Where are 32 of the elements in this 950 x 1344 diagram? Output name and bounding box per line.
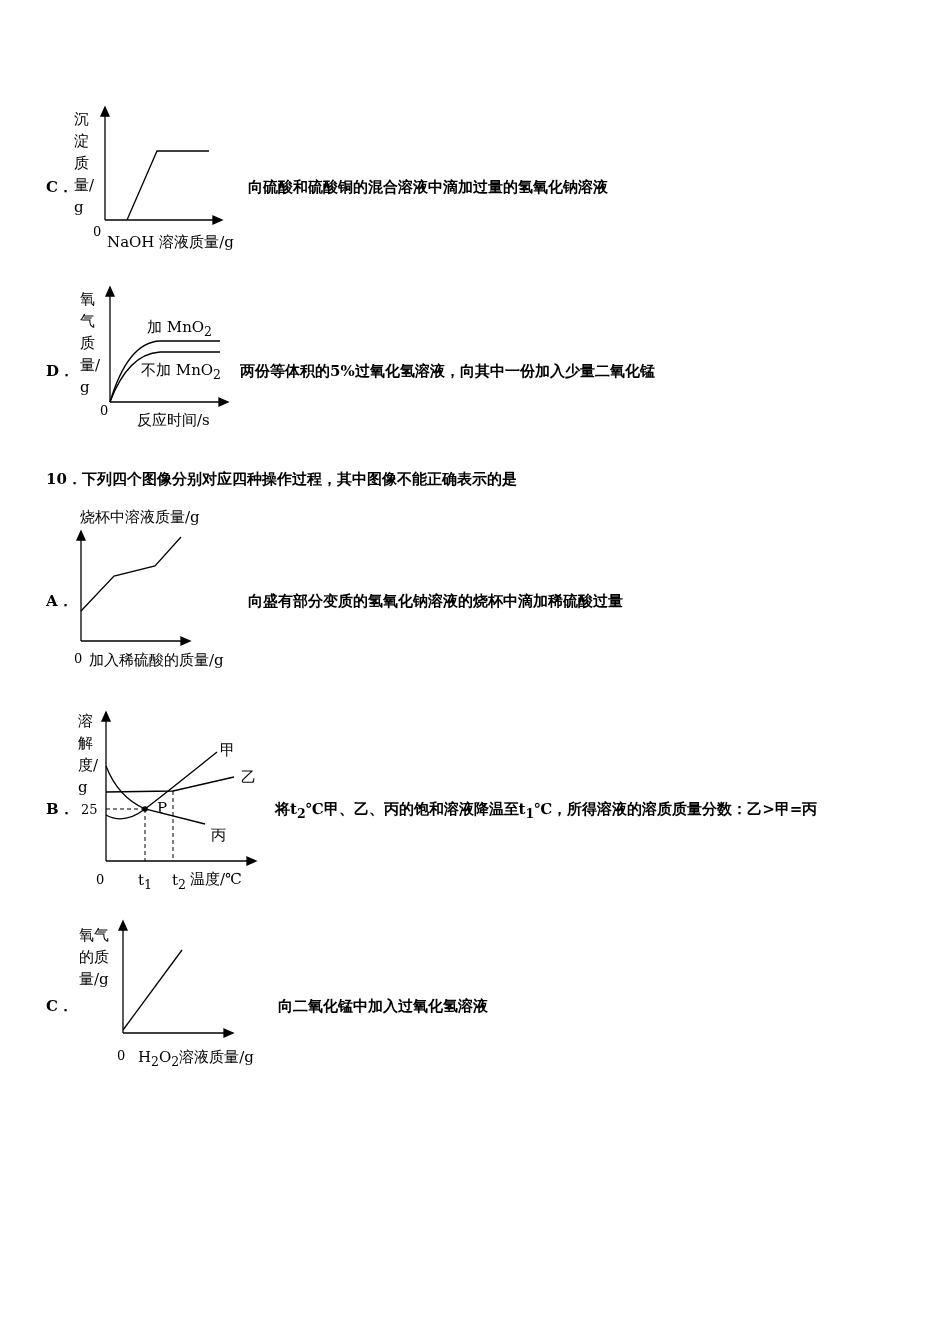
axis-label: NaOH 溶液质量/g xyxy=(107,233,234,251)
curve-label: 甲 xyxy=(220,741,235,759)
axis-label: H$_{2}$O$_{2}$溶液质量/g xyxy=(138,1048,254,1071)
option-text: 向二氧化锰中加入过氧化氢溶液 xyxy=(278,997,488,1015)
tick-label: t$_{1}$ xyxy=(138,871,152,894)
origin-label: 0 xyxy=(93,223,102,241)
curve-label: 加 MnO$_{2}$ xyxy=(147,318,213,341)
origin-label: 0 xyxy=(100,402,109,420)
origin-label: 0 xyxy=(96,871,105,889)
option-text: 向硫酸和硫酸铜的混合溶液中滴加过量的氢氧化钠溶液 xyxy=(248,178,608,196)
option-text: 两份等体积的5%过氧化氢溶液，向其中一份加入少量二氧化锰 xyxy=(240,362,655,380)
point-label: P xyxy=(157,799,168,817)
axis-label: 氧气的质量/g xyxy=(79,925,110,990)
axis-label: 反应时间/s xyxy=(137,411,210,429)
axis-label: 加入稀硫酸的质量/g xyxy=(89,651,224,669)
option-text: 向盛有部分变质的氢氧化钠溶液的烧杯中滴加稀硫酸过量 xyxy=(248,592,623,610)
axis-label: 烧杯中溶液质量/g xyxy=(80,508,200,526)
question-text: 10．下列四个图像分别对应四种操作过程，其中图像不能正确表示的是 xyxy=(46,470,517,488)
tick-label: 25 xyxy=(81,801,98,819)
option-letter: A． xyxy=(46,592,73,610)
curve-label: 丙 xyxy=(211,826,226,844)
option-text: 将t$_{2}$℃甲、乙、丙的饱和溶液降温至t$_{1}$℃，所得溶液的溶质质量分数：乙>甲=丙 xyxy=(275,800,818,823)
origin-label: 0 xyxy=(117,1047,126,1065)
option-letter: C． xyxy=(46,997,73,1015)
option-letter: D． xyxy=(46,362,74,380)
option-letter: C． xyxy=(46,178,73,196)
tick-label: t$_{2}$ xyxy=(172,871,186,894)
option-letter: B． xyxy=(46,800,74,818)
curve-label: 不加 MnO$_{2}$ xyxy=(141,361,222,384)
curve-label: 乙 xyxy=(241,768,256,786)
origin-label: 0 xyxy=(74,650,83,668)
axis-label: 温度/℃ xyxy=(190,870,242,888)
